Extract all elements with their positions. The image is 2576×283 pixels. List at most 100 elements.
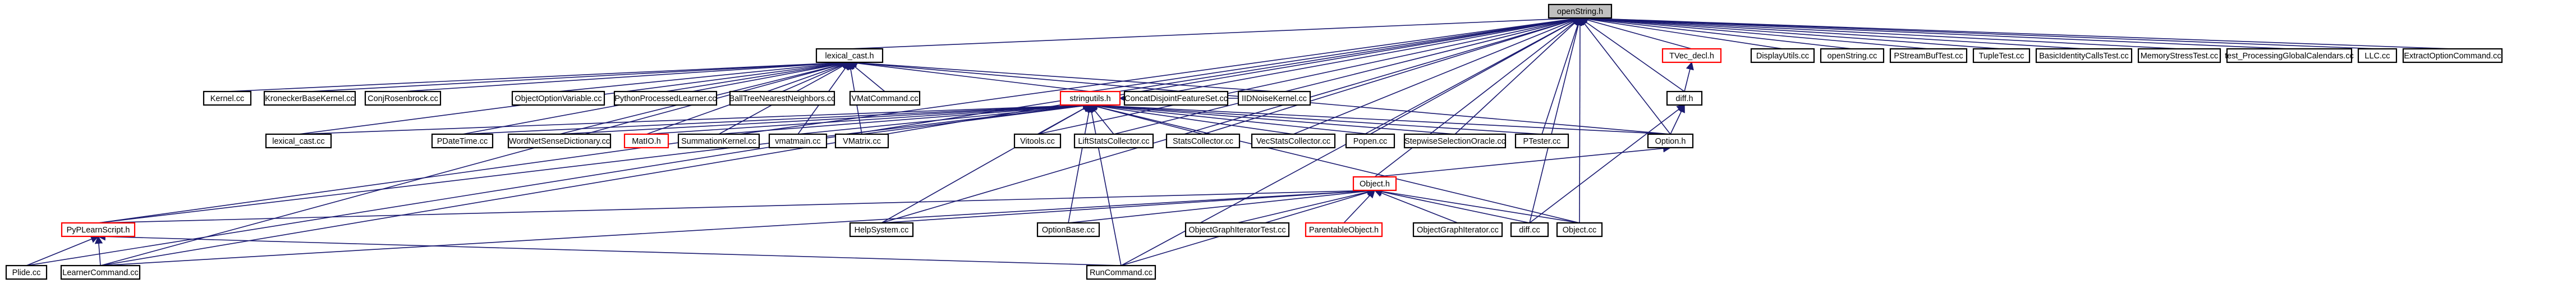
node-box [1412,222,1503,238]
node-pyplearnscript-h[interactable]: PyPLearnScript.h [61,222,136,238]
edge-diff-h-to-tvec-decl-h [1684,61,1694,92]
node-label: diff.cc [1519,226,1540,235]
node-label: LLC.cc [2364,52,2390,61]
node-vitools-cc[interactable]: Vitools.cc [1013,133,1062,149]
node-memorystresstest-cc[interactable]: MemoryStressTest.cc [2137,48,2221,63]
edge-runcommand-cc-to-pyplearnscript-h [97,232,1122,266]
node-label: Kernel.cc [210,94,244,103]
node-label: VMatCommand.cc [851,94,918,103]
node-optionbase-cc[interactable]: OptionBase.cc [1036,222,1100,238]
node-learnercommand-cc[interactable]: LearnerCommand.cc [60,264,141,280]
node-box [1251,133,1336,149]
node-vmatrix-cc[interactable]: VMatrix.cc [834,133,889,149]
node-label: PyPLearnScript.h [67,226,130,235]
node-label: ConcatDisjointFeatureSet.cc [1124,94,1228,103]
node-diff-cc[interactable]: diff.cc [1510,222,1549,238]
node-conjrosenbrock-cc[interactable]: ConjRosenbrock.cc [364,90,442,106]
node-openstring-cc[interactable]: openString.cc [1820,48,1885,63]
node-statscollector-cc[interactable]: StatsCollector.cc [1165,133,1241,149]
node-helpsystem-cc[interactable]: HelpSystem.cc [849,222,914,238]
edge-objectgraphiterator-cc-to-object-h [1374,189,1458,223]
node-box [511,90,605,106]
node-concatdisjointfeatureset-cc[interactable]: ConcatDisjointFeatureSet.cc [1123,90,1229,106]
node-box [1237,90,1311,106]
node-label: MemoryStressTest.cc [2141,52,2219,61]
node-test-processingglobalcalendars-cc[interactable]: test_ProcessingGlobalCalendars.cc [2225,48,2354,63]
node-vmatmain-cc[interactable]: vmatmain.cc [768,133,828,149]
node-objectoptionvariable-cc[interactable]: ObjectOptionVariable.cc [511,90,605,106]
node-stringutils-h[interactable]: stringutils.h [1059,90,1121,106]
node-pythonprocessedlearner-cc[interactable]: PythonProcessedLearner.cc [613,90,718,106]
node-label: OptionBase.cc [1042,226,1095,235]
node-box [265,133,332,149]
edge-memorystresstest-cc-to-openstring-h [1579,14,2180,49]
node-label: VecStatsCollector.cc [1256,137,1330,146]
node-label: vmatmain.cc [775,137,820,146]
edge-pyplearnscript-h-to-object-h [98,186,1376,223]
edge-pyplearnscript-h-to-stringutils-h [98,102,1091,223]
edge-displayutils-cc-to-openstring-h [1579,15,1783,49]
node-displayutils-cc[interactable]: DisplayUtils.cc [1750,48,1815,63]
node-box [1073,133,1154,149]
node-extractoptioncommand-cc[interactable]: ExtractOptionCommand.cc [2402,48,2503,63]
node-label: BasicIdentityCallsTest.cc [2039,52,2129,61]
node-label: Vitools.cc [1020,137,1055,146]
node-tupletest-cc[interactable]: TupleTest.cc [1972,48,2031,63]
node-box [431,133,494,149]
node-plide-cc[interactable]: Plide.cc [5,264,48,280]
node-option-h[interactable]: Option.h [1647,133,1694,149]
node-stepwiseselectionoracle-cc[interactable]: StepwiseSelectionOracle.cc [1403,133,1507,149]
edge-concatdisjointfeatureset-cc-to-openstring-h [1175,15,1581,92]
node-box [1345,133,1395,149]
node-kernel-cc[interactable]: Kernel.cc [203,90,252,106]
edge-pstreambuftest-cc-to-openstring-h [1579,14,1929,49]
edge-openstring-cc-to-openstring-h [1579,15,1853,49]
node-parentableobject-h[interactable]: ParentableObject.h [1305,222,1383,238]
node-pdatetime-cc[interactable]: PDateTime.cc [431,133,494,149]
node-iidnoisekernel-cc[interactable]: IIDNoiseKernel.cc [1237,90,1311,106]
node-llc-cc[interactable]: LLC.cc [2357,48,2398,63]
node-box [1556,222,1603,238]
node-lexical-cast-h[interactable]: lexical_cast.h [815,48,884,63]
node-lexical-cast-cc[interactable]: lexical_cast.cc [265,133,332,149]
node-objectgraphiterator-cc[interactable]: ObjectGraphIterator.cc [1412,222,1503,238]
node-ptester-cc[interactable]: PTester.cc [1514,133,1569,149]
node-pstreambuftest-cc[interactable]: PStreamBufTest.cc [1889,48,1968,63]
node-wordnetsensedictionary-cc[interactable]: WordNetSenseDictionary.cc [507,133,612,149]
node-tvec-decl-h[interactable]: TVec_decl.h [1661,48,1722,63]
node-basicidentitycallstest-cc[interactable]: BasicIdentityCallsTest.cc [2035,48,2133,63]
node-label: WordNetSenseDictionary.cc [509,137,610,146]
node-label: PDateTime.cc [437,137,488,146]
edge-lexical-cast-cc-to-stringutils-h [298,101,1091,135]
edge-vitools-cc-to-openstring-h [1037,15,1581,135]
node-label: PTester.cc [1523,137,1561,146]
node-box [263,90,356,106]
node-vmatcommand-cc[interactable]: VMatCommand.cc [849,90,921,106]
edge-object-h-to-openstring-h [1374,17,1581,177]
node-kroneckerbasekernel-cc[interactable]: KroneckerBaseKernel.cc [263,90,356,106]
node-popen-cc[interactable]: Popen.cc [1345,133,1395,149]
edge-learnercommand-cc-to-object-h [100,186,1376,266]
edge-tupletest-cc-to-openstring-h [1579,14,2002,49]
node-label: KroneckerBaseKernel.cc [265,94,355,103]
node-liftstatscollector-cc[interactable]: LiftStatsCollector.cc [1073,133,1154,149]
node-label: VMatrix.cc [843,137,881,146]
node-diff-h[interactable]: diff.h [1666,90,1703,106]
node-objectgraphiteratortest-cc[interactable]: ObjectGraphIteratorTest.cc [1184,222,1290,238]
node-matio-h[interactable]: MatIO.h [623,133,669,149]
edge-pyplearnscript-h-to-openstring-h [98,15,1581,223]
node-object-cc[interactable]: Object.cc [1556,222,1603,238]
node-box [1013,133,1062,149]
edge-stepwiseselectionoracle-cc-to-openstring-h [1454,17,1581,135]
node-box [2357,48,2398,63]
node-object-h[interactable]: Object.h [1352,176,1397,191]
node-balltreenearestneighbors-cc[interactable]: BallTreeNearestNeighbors.cc [729,90,835,106]
node-vecstatscollector-cc[interactable]: VecStatsCollector.cc [1251,133,1336,149]
edge-objectoptionvariable-cc-to-lexical-cast-h [558,59,851,92]
edge-helpsystem-cc-to-object-h [881,186,1376,223]
node-summationkernel-cc[interactable]: SummationKernel.cc [677,133,760,149]
edge-stringutils-h-to-lexical-cast-h [848,59,1091,92]
node-runcommand-cc[interactable]: RunCommand.cc [1086,264,1156,280]
node-label: lexical_cast.cc [272,137,324,146]
edge-lexical-cast-h-to-openstring-h [849,14,1581,49]
